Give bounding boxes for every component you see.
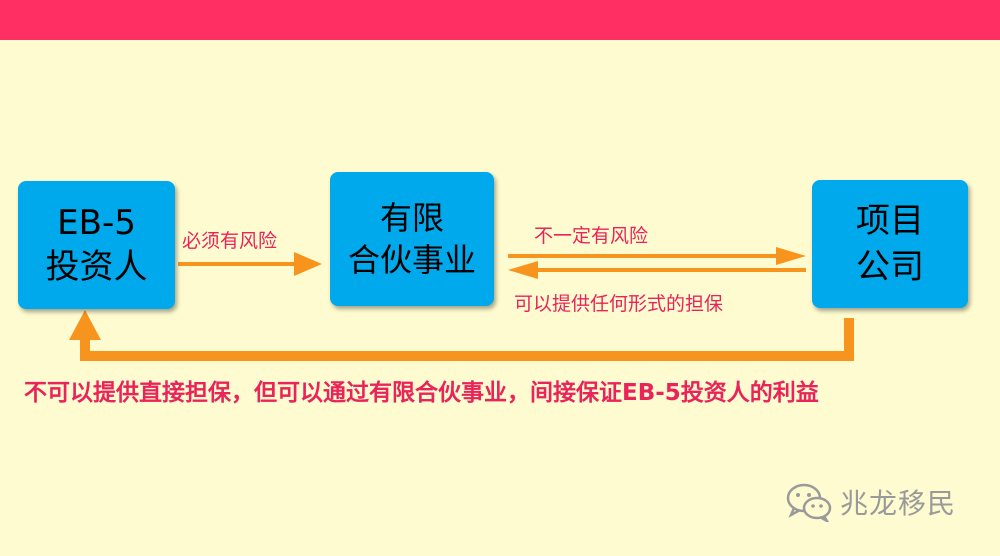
node-project-company-line1: 项目: [856, 201, 924, 241]
arrow-project-to-investor: [80, 318, 854, 361]
edge-label-any-guarantee: 可以提供任何形式的担保: [514, 293, 724, 315]
edge-label-not-necessarily-risk: 不一定有风险: [534, 225, 649, 247]
node-eb5-investor: EB-5 投资人: [18, 181, 175, 309]
arrowhead-investor-to-lp: [294, 252, 322, 276]
arrowhead-project-to-lp: [508, 261, 538, 279]
node-limited-partnership-line2: 合伙事业: [347, 241, 476, 279]
edge-label-must-have-risk: 必须有风险: [182, 230, 278, 252]
wechat-icon: [786, 483, 832, 522]
node-project-company: 项目 公司: [812, 180, 968, 308]
top-banner-bar: [0, 0, 1000, 40]
node-project-company-line2: 公司: [856, 247, 924, 287]
watermark: 兆龙移民: [786, 482, 956, 522]
node-limited-partnership: 有限 合伙事业: [330, 172, 494, 306]
edge-label-indirect-guarantee: 不可以提供直接担保，但可以通过有限合伙事业，间接保证EB-5投资人的利益: [24, 380, 819, 406]
watermark-text: 兆龙移民: [840, 487, 957, 520]
node-eb5-investor-line1: EB-5: [57, 203, 136, 243]
arrowhead-lp-to-project: [776, 247, 806, 265]
node-eb5-investor-line2: 投资人: [45, 247, 148, 287]
arrowhead-project-to-investor: [69, 310, 101, 340]
node-limited-partnership-line1: 有限: [379, 199, 444, 237]
